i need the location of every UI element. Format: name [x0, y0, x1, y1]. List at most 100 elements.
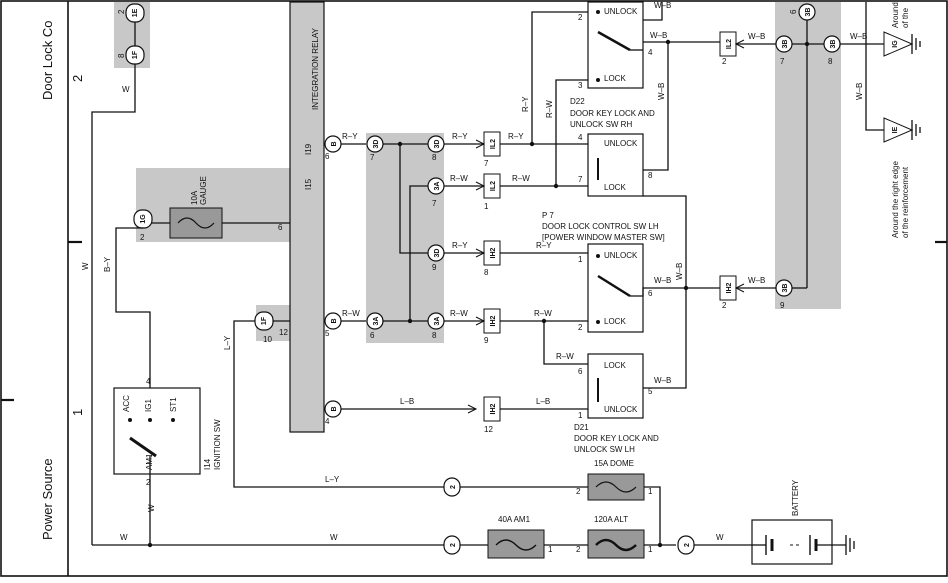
- section-power-source: Power Source: [40, 458, 55, 540]
- svg-text:B–Y: B–Y: [103, 256, 112, 272]
- svg-text:9: 9: [484, 336, 489, 345]
- svg-text:4: 4: [578, 133, 583, 142]
- svg-text:W: W: [716, 533, 724, 542]
- svg-text:of the reinforcement: of the reinforcement: [901, 166, 910, 238]
- svg-text:1F: 1F: [132, 50, 139, 59]
- svg-text:UNLOCK: UNLOCK: [604, 251, 638, 260]
- svg-text:R–W: R–W: [545, 100, 554, 118]
- svg-text:2: 2: [578, 13, 583, 22]
- svg-text:IH2: IH2: [490, 403, 497, 414]
- svg-text:R–W: R–W: [342, 309, 360, 318]
- battery: [751, 519, 833, 565]
- svg-text:5: 5: [325, 329, 330, 338]
- svg-text:1: 1: [648, 487, 653, 496]
- svg-text:UNLOCK SW LH: UNLOCK SW LH: [574, 445, 635, 454]
- marker-2: 2: [70, 75, 85, 82]
- svg-text:2: 2: [146, 478, 151, 487]
- svg-text:W–B: W–B: [650, 31, 667, 40]
- svg-text:R–W: R–W: [556, 352, 574, 361]
- d22-code: D22: [570, 97, 585, 106]
- svg-text:IH2: IH2: [726, 282, 733, 293]
- svg-text:IE: IE: [892, 126, 899, 133]
- svg-text:IH2: IH2: [490, 247, 497, 258]
- svg-text:L–Y: L–Y: [223, 335, 232, 350]
- svg-text:[POWER WINDOW MASTER SW]: [POWER WINDOW MASTER SW]: [542, 233, 665, 242]
- svg-text:3D: 3D: [434, 249, 441, 258]
- connector-1e: 1E: [125, 3, 145, 23]
- svg-text:DOOR LOCK CONTROL SW LH: DOOR LOCK CONTROL SW LH: [542, 222, 659, 231]
- svg-text:2: 2: [576, 545, 581, 554]
- junction-block-area: [366, 133, 444, 343]
- connector-3b-7: 3B: [775, 35, 793, 53]
- connector-il2-right: IL2: [719, 31, 737, 57]
- svg-text:I15: I15: [304, 178, 313, 190]
- svg-text:3B: 3B: [782, 40, 789, 49]
- connector-ih2-b: IH2: [483, 308, 501, 334]
- ground-note: Around the right edge: [891, 161, 900, 238]
- junction-3b-area: [775, 2, 841, 309]
- am1-fuse-label: 40A AM1: [498, 515, 531, 524]
- connector-3d-right: 3D: [427, 135, 445, 153]
- svg-text:B: B: [331, 141, 338, 146]
- svg-text:7: 7: [432, 199, 437, 208]
- svg-text:3D: 3D: [373, 140, 380, 149]
- svg-text:W: W: [81, 262, 90, 270]
- svg-text:1: 1: [648, 545, 653, 554]
- svg-text:W: W: [122, 85, 130, 94]
- connector-3b-8: 3B: [823, 35, 841, 53]
- svg-text:W: W: [147, 504, 156, 512]
- svg-text:12: 12: [279, 328, 288, 337]
- svg-text:2: 2: [450, 485, 457, 489]
- svg-text:ACC: ACC: [122, 395, 131, 412]
- connector-il2-b: IL2: [483, 173, 501, 199]
- svg-text:9: 9: [780, 301, 785, 310]
- svg-text:L–B: L–B: [400, 397, 414, 406]
- svg-text:5: 5: [648, 387, 653, 396]
- svg-text:7: 7: [578, 175, 583, 184]
- svg-text:7: 7: [370, 153, 375, 162]
- relay-label: INTEGRATION RELAY: [311, 27, 320, 110]
- svg-text:W–B: W–B: [748, 32, 765, 41]
- svg-text:R–Y: R–Y: [452, 241, 468, 250]
- svg-text:9: 9: [432, 263, 437, 272]
- integration-relay: [289, 1, 325, 433]
- svg-text:8: 8: [432, 331, 437, 340]
- svg-text:4: 4: [648, 48, 653, 57]
- svg-text:2: 2: [117, 9, 126, 14]
- svg-text:ST1: ST1: [169, 397, 178, 412]
- d21-code: D21: [574, 423, 589, 432]
- connector-b-4: B: [324, 400, 342, 418]
- svg-text:7: 7: [780, 57, 785, 66]
- connector-2-dome: 2: [443, 477, 461, 497]
- svg-text:LOCK: LOCK: [604, 361, 626, 370]
- svg-text:6: 6: [578, 367, 583, 376]
- d22-switch-top: [587, 1, 644, 89]
- svg-text:R–Y: R–Y: [536, 241, 552, 250]
- ign-sw-name: IGNITION SW: [213, 419, 222, 470]
- gauge-fuse-label: 10AGAUGE: [190, 176, 208, 205]
- svg-text:R–Y: R–Y: [521, 96, 530, 112]
- svg-text:2: 2: [722, 301, 727, 310]
- connector-3d-left: 3D: [366, 135, 384, 153]
- svg-text:1: 1: [484, 202, 489, 211]
- dome-fuse-label: 15A DOME: [594, 459, 634, 468]
- alt-fuse-label: 120A ALT: [594, 515, 628, 524]
- svg-text:6: 6: [648, 289, 653, 298]
- connector-2-battery: 2: [677, 535, 695, 555]
- ignition-switch: [113, 387, 201, 475]
- svg-text:1G: 1G: [140, 214, 147, 224]
- svg-text:6: 6: [370, 331, 375, 340]
- svg-text:of the: of the: [901, 7, 910, 28]
- svg-text:4: 4: [325, 417, 330, 426]
- battery-label: BATTERY: [791, 479, 800, 516]
- connector-1g: 1G: [133, 209, 153, 229]
- svg-text:IL2: IL2: [726, 39, 733, 49]
- connector-3a-left: 3A: [366, 312, 384, 330]
- svg-text:2: 2: [140, 233, 145, 242]
- svg-text:IL2: IL2: [490, 139, 497, 149]
- svg-text:6: 6: [278, 223, 283, 232]
- connector-ih2-a: IH2: [483, 240, 501, 266]
- svg-text:12: 12: [484, 425, 493, 434]
- svg-text:3: 3: [578, 81, 583, 90]
